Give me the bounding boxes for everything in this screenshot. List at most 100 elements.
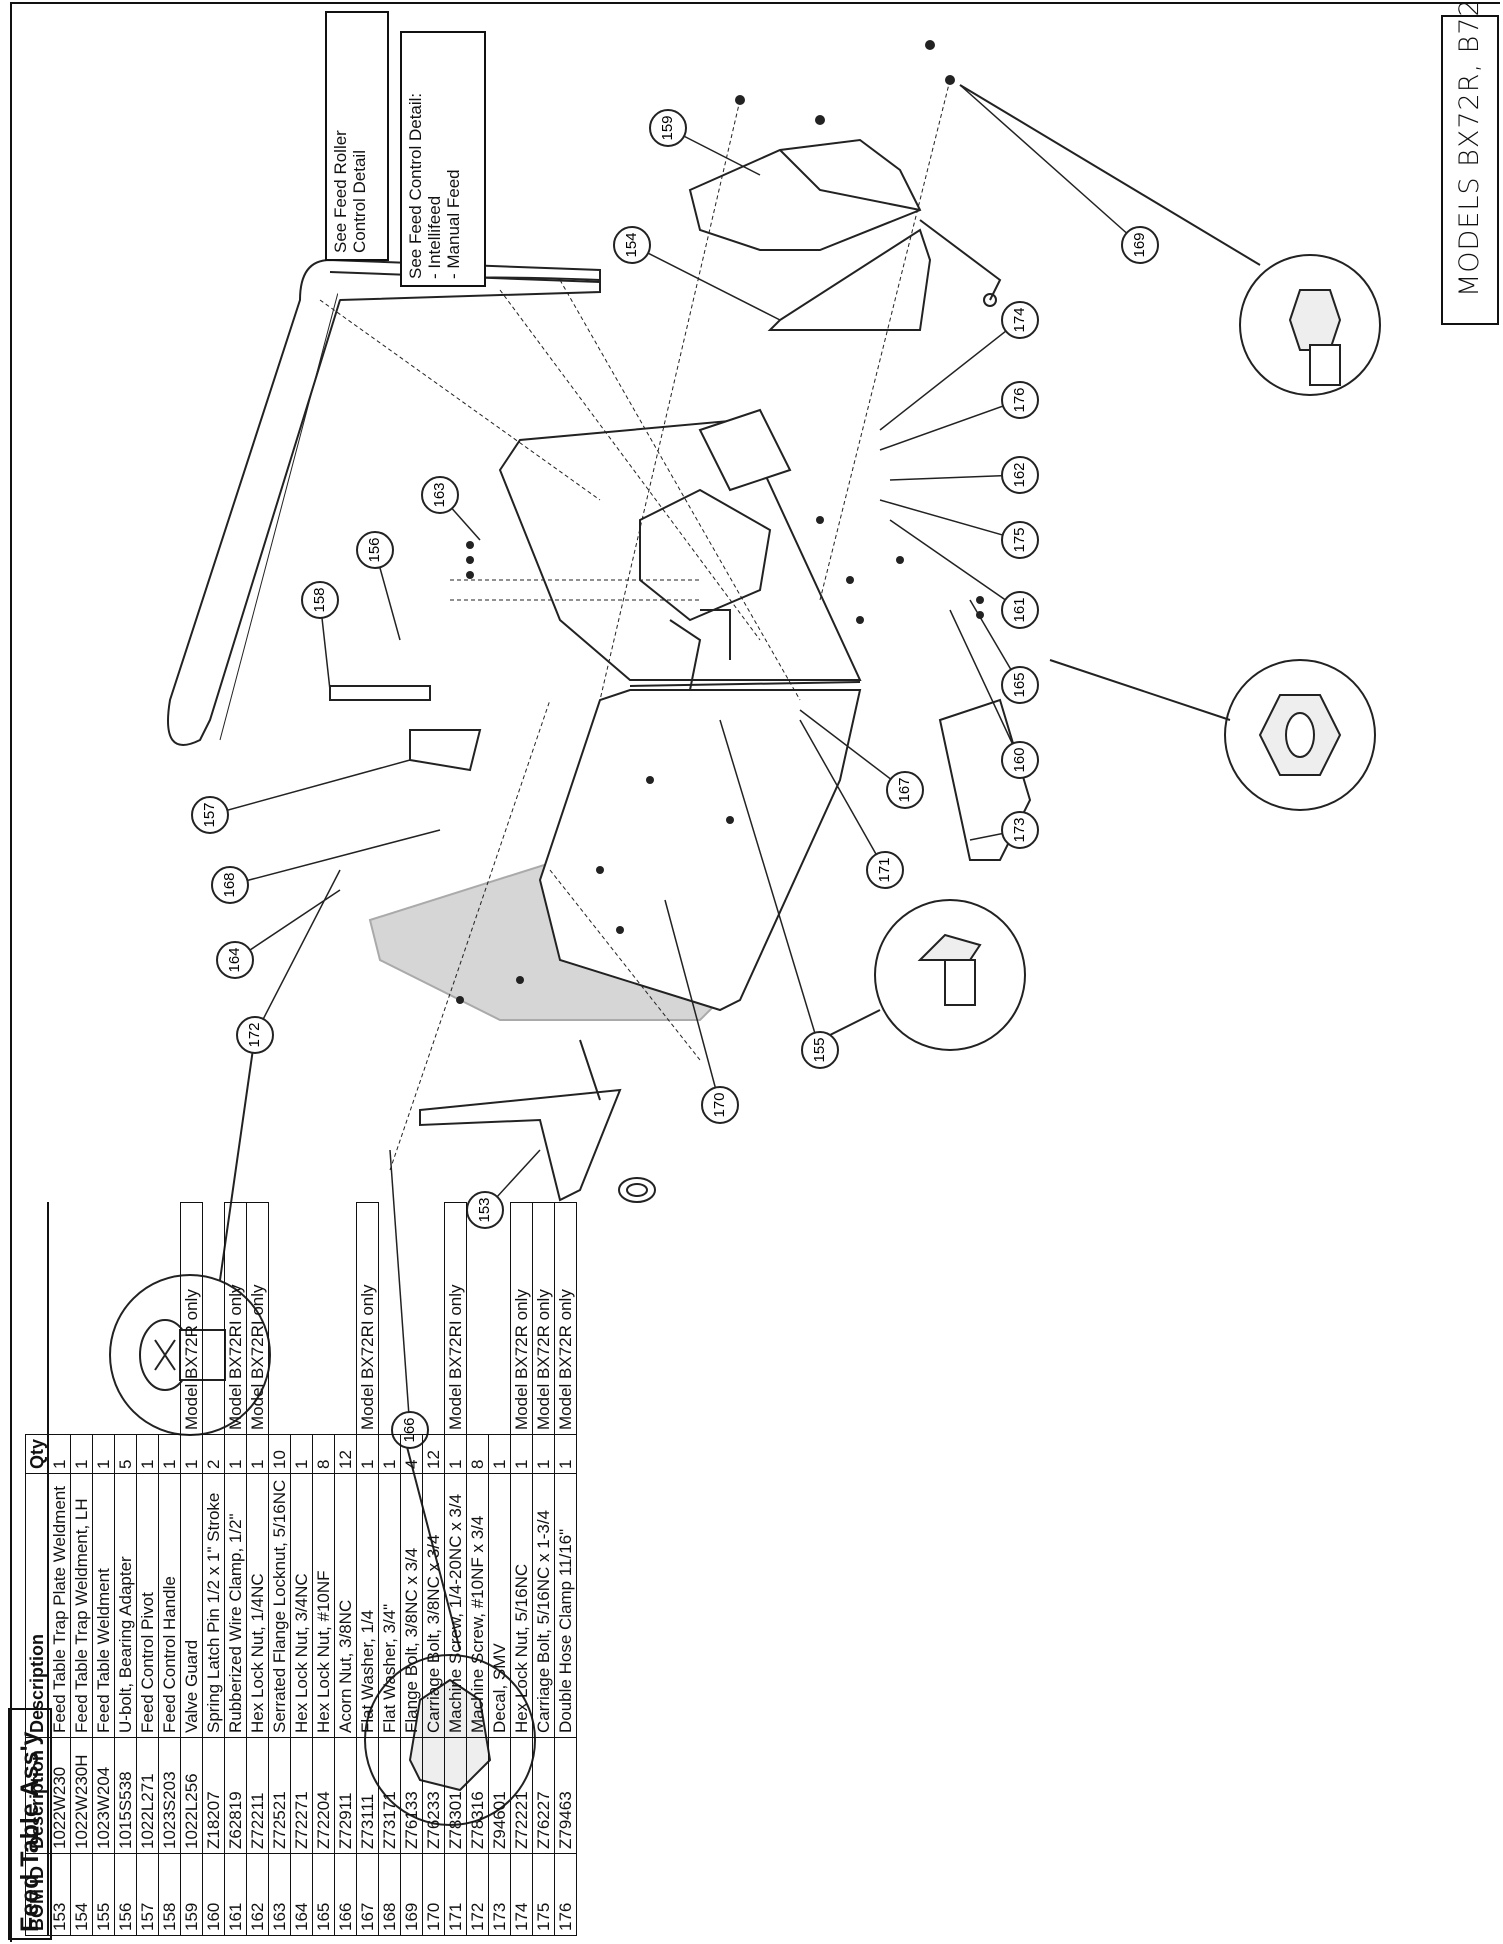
cell-note: Model BX72RI only	[246, 1202, 269, 1435]
note-line: - Intellifeed	[425, 195, 444, 279]
callout-156: 156	[356, 531, 401, 641]
cell-note	[466, 1202, 489, 1435]
callout-circle	[301, 581, 339, 619]
cell-desc: Feed Control Handle	[158, 1473, 181, 1738]
cell-qty: 1	[444, 1434, 467, 1474]
cell-note	[70, 1202, 93, 1435]
cell-part: 1022W230	[48, 1737, 71, 1854]
cell-id: 172	[466, 1853, 489, 1936]
cell-desc: Acorn Nut, 3/8NC	[334, 1473, 357, 1738]
cell-qty: 12	[422, 1434, 445, 1474]
leader-line	[209, 759, 411, 816]
cell-id: 169	[400, 1853, 423, 1936]
cell-part: Z72211	[246, 1737, 269, 1854]
callout-176: 176	[879, 381, 1039, 451]
callout-163: 163	[421, 476, 481, 541]
cell-part: Z18207	[202, 1737, 225, 1854]
cell-qty: 1	[246, 1434, 269, 1474]
note-line: See Feed Control Detail:	[406, 92, 425, 279]
trap-weldment	[767, 228, 932, 331]
leader-line	[889, 474, 1021, 481]
leader-line	[631, 244, 781, 321]
machine-screw-detail	[109, 1034, 271, 1436]
note-line: Control Detail	[350, 150, 369, 253]
callout-circle	[1001, 741, 1039, 779]
callout-circle	[649, 109, 687, 147]
cell-note	[312, 1202, 335, 1435]
callout-number: 176	[1011, 387, 1028, 412]
callout-circle	[466, 1191, 504, 1229]
leader-line	[889, 519, 1021, 611]
leader-line	[959, 84, 1141, 246]
cell-id: 171	[444, 1853, 467, 1936]
note-feed-control: See Feed Control Detail: - Intellifeed -…	[400, 31, 486, 287]
cell-part: Z72221	[510, 1737, 533, 1854]
cell-desc: Flange Bolt, 3/8NC x 3/4	[400, 1473, 423, 1738]
callout-164: 164	[216, 889, 341, 979]
cell-id: 156	[114, 1853, 137, 1936]
cell-id: 170	[422, 1853, 445, 1936]
cell-note: Model BX72R only	[554, 1202, 577, 1435]
cell-qty: 1	[532, 1434, 555, 1474]
cell-note	[136, 1202, 159, 1435]
cell-id: 154	[70, 1853, 93, 1936]
cell-qty: 1	[488, 1434, 511, 1474]
callout-circle	[1001, 811, 1039, 849]
callout-168: 168	[211, 829, 441, 904]
callout-170: 170	[664, 899, 739, 1124]
cell-desc: Rubberized Wire Clamp, 1/2"	[224, 1473, 247, 1738]
callout-172: 172	[236, 869, 341, 1054]
cell-note	[488, 1202, 511, 1435]
cell-qty: 4	[400, 1434, 423, 1474]
cell-id: 168	[378, 1853, 401, 1936]
callout-number: 154	[623, 232, 640, 257]
cell-id: 165	[312, 1853, 335, 1936]
cell-note: Model BX72RI only	[444, 1202, 467, 1435]
cell-part: Z72521	[268, 1737, 291, 1854]
callout-number: 170	[711, 1092, 728, 1117]
callout-number: 171	[876, 857, 893, 882]
cell-qty: 1	[510, 1434, 533, 1474]
cell-qty: 1	[70, 1434, 93, 1474]
callout-circle	[356, 531, 394, 569]
callout-160: 160	[949, 609, 1039, 779]
cell-note	[48, 1202, 71, 1435]
cell-id: 161	[224, 1853, 247, 1936]
cell-id: 166	[334, 1853, 357, 1936]
cell-desc: Machine Screw, #10NF x 3/4	[466, 1473, 489, 1738]
cell-desc: Decal, SMV	[488, 1473, 511, 1738]
leader-line	[389, 1149, 411, 1431]
callout-154: 154	[613, 226, 781, 321]
blank-cell	[25, 1202, 48, 1435]
callout-circle	[1001, 301, 1039, 339]
cell-id: 174	[510, 1853, 533, 1936]
callout-169: 169	[959, 84, 1159, 264]
cell-qty: 1	[356, 1434, 379, 1474]
cell-qty: 2	[202, 1434, 225, 1474]
callout-167: 167	[799, 709, 924, 809]
callout-165: 165	[969, 599, 1039, 704]
cell-qty: 8	[312, 1434, 335, 1474]
cell-part: Z76133	[400, 1737, 423, 1854]
cell-note: Model BX72RI only	[356, 1202, 379, 1435]
cell-id: 160	[202, 1853, 225, 1936]
cell-desc: Feed Table Trap Plate Weldment	[48, 1473, 71, 1738]
hex-nut-detail	[1049, 659, 1376, 811]
cell-desc: Double Hose Clamp 11/16"	[554, 1473, 577, 1738]
callout-circle	[421, 476, 459, 514]
cell-qty: 1	[290, 1434, 313, 1474]
cell-part: 1022L256	[180, 1737, 203, 1854]
cell-desc: Flat Washer, 3/4"	[378, 1473, 401, 1738]
trap-plate-lh	[419, 1088, 622, 1202]
